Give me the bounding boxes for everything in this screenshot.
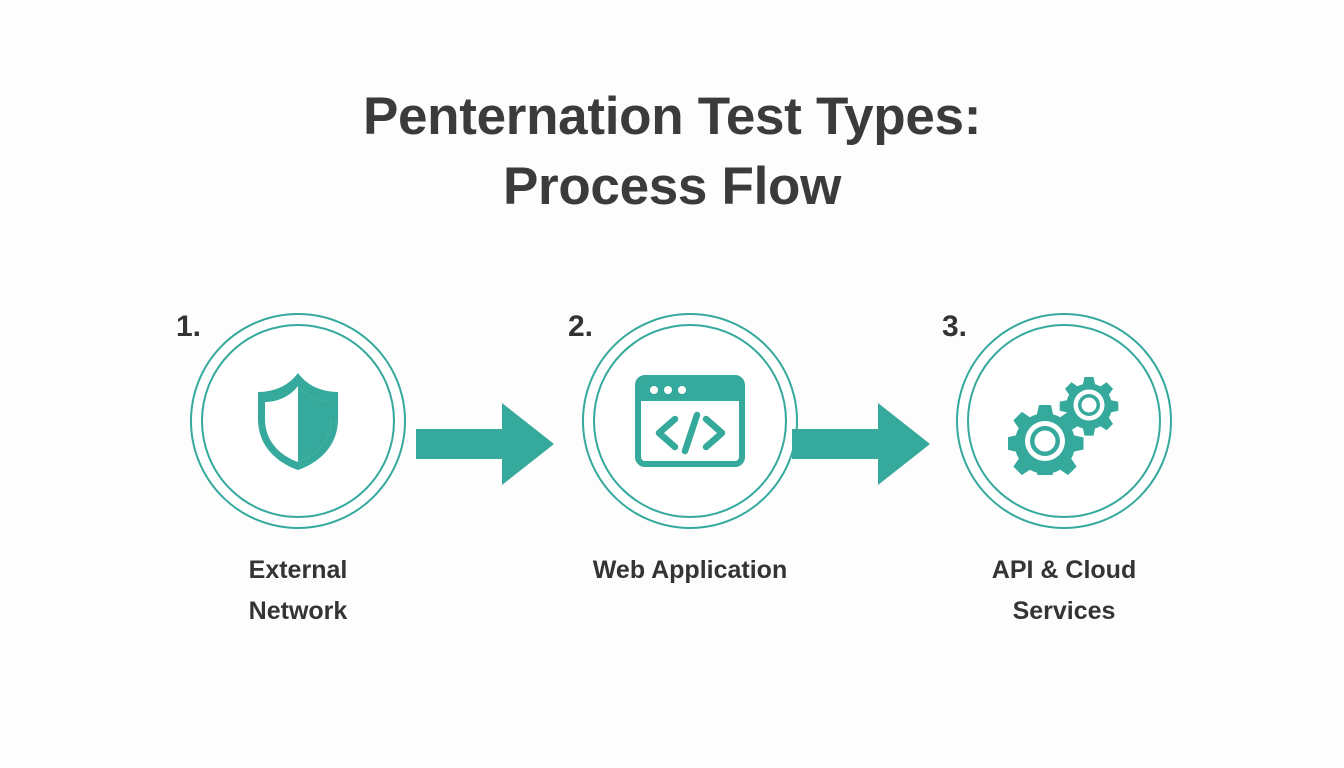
code-window-icon xyxy=(584,315,796,527)
flow-step-api-cloud-services[interactable]: 3. xyxy=(934,300,1194,680)
step-label-3-line-1: API & Cloud xyxy=(991,556,1137,584)
page-title-line-2: Process Flow xyxy=(502,156,842,216)
step-circle-1 xyxy=(190,313,406,529)
step-label-1-line-1: External xyxy=(248,556,348,584)
gears-icon xyxy=(958,315,1170,527)
step-number-1: 1. xyxy=(176,310,202,343)
step-label-3-line-2: Services xyxy=(1012,596,1116,625)
step-circle-2 xyxy=(582,313,798,529)
step-circle-inner-ring-3 xyxy=(967,324,1161,518)
step-number-3: 3. xyxy=(942,310,968,343)
page-title: Penternation Test Types: Process Flow xyxy=(0,82,1344,222)
page-title-line-1: Penternation Test Types: xyxy=(362,87,982,146)
arrow-right-icon-2 xyxy=(792,401,932,492)
step-label-1: External Network xyxy=(168,550,428,631)
step-label-3: API & Cloud Services xyxy=(934,550,1194,631)
flow-step-external-network[interactable]: 1. External Network xyxy=(168,300,428,680)
step-number-2: 2. xyxy=(568,310,594,343)
step-label-1-line-2: Network xyxy=(248,596,348,625)
step-label-2-line-1: Web Application xyxy=(592,556,788,584)
step-label-2: Web Application xyxy=(560,550,820,591)
shield-icon xyxy=(192,315,404,527)
arrow-right-icon-1 xyxy=(416,401,556,492)
flow-step-web-application[interactable]: 2. Web A xyxy=(560,300,820,680)
process-flow-diagram: 1. External Network 2. xyxy=(0,300,1344,680)
step-circle-3 xyxy=(956,313,1172,529)
step-circle-inner-ring-1 xyxy=(201,324,395,518)
step-circle-inner-ring-2 xyxy=(593,324,787,518)
